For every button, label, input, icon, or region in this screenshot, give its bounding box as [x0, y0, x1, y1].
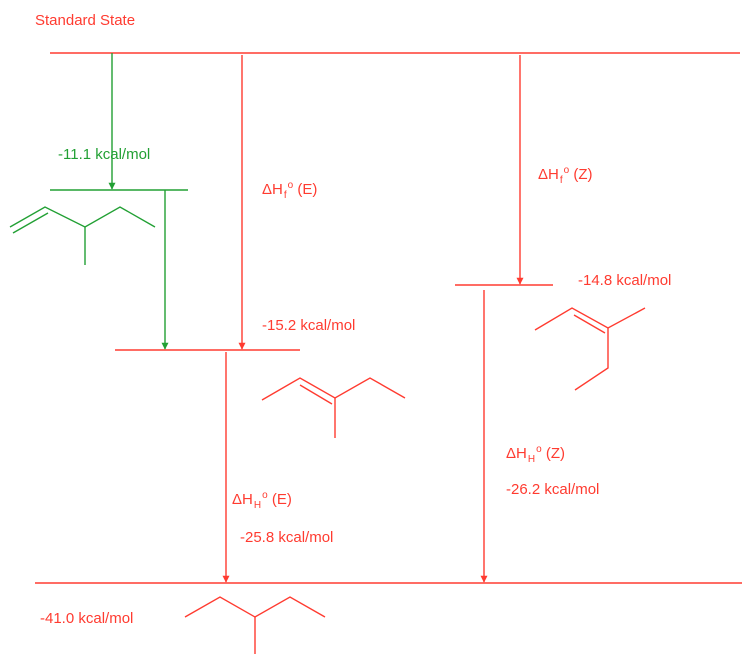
formation-e-degree: o [287, 180, 294, 191]
branched-alkene-energy-label: -11.1 kcal/mol [58, 146, 151, 163]
hydrogenation-z-degree: o [536, 444, 542, 455]
formation-z-label: ΔHfo (Z) [538, 165, 593, 186]
hydrogenation-z-label: ΔHHo (Z) [506, 444, 565, 465]
formation-e-label: ΔHfo (E) [262, 180, 318, 201]
hydrogenation-e-label: ΔHHo (E) [232, 490, 292, 511]
formation-e-isomer: (E) [297, 181, 318, 198]
alkane-energy-label: -41.0 kcal/mol [40, 610, 134, 627]
hydrogenation-z-isomer: (Z) [545, 445, 565, 462]
z-alkene-structure [534, 307, 646, 391]
hydrogenation-z-value-label: -26.2 kcal/mol [506, 481, 600, 498]
formation-z-degree: o [563, 165, 570, 176]
hydrogenation-z-sub: H [527, 454, 536, 465]
hydrogenation-z-delta: ΔH [506, 445, 527, 462]
diagram-title: Standard State [35, 12, 136, 29]
e-alkene-structure [261, 377, 406, 438]
e-alkene-energy-label: -15.2 kcal/mol [262, 317, 356, 334]
z-alkene-energy-label: -14.8 kcal/mol [578, 272, 672, 289]
formation-z-delta: ΔH [538, 166, 559, 183]
formation-z-isomer: (Z) [573, 166, 593, 183]
hydrogenation-e-degree: o [262, 490, 268, 501]
formation-z-sub: f [559, 175, 563, 186]
alkane-structure [184, 596, 326, 654]
formation-e-delta: ΔH [262, 181, 283, 198]
hydrogenation-e-delta: ΔH [232, 491, 253, 508]
hydrogenation-e-sub: H [253, 500, 262, 511]
hydrogenation-e-value-label: -25.8 kcal/mol [240, 529, 334, 546]
formation-e-sub: f [283, 190, 287, 201]
hydrogenation-e-isomer: (E) [271, 491, 292, 508]
branched-alkene-structure [9, 206, 156, 265]
